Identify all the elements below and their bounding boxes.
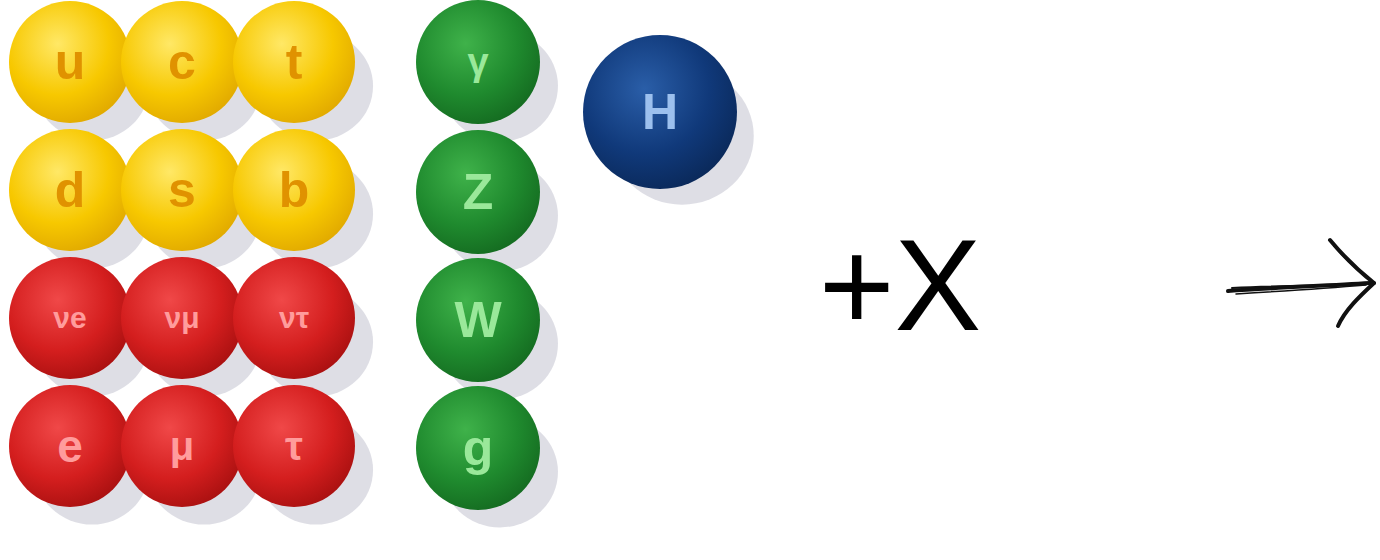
- particle-ball: b: [232, 128, 356, 252]
- ball-fill: [233, 1, 355, 123]
- particle-symbol: s: [168, 161, 196, 219]
- particle-symbol: μ: [170, 424, 194, 469]
- ball-shadow: [442, 289, 558, 400]
- particle-symbol: ντ: [279, 301, 309, 335]
- particle-ball: ντ: [232, 256, 356, 380]
- particle-ball: t: [232, 0, 356, 124]
- ball-fill: [416, 258, 540, 382]
- particle-ball: u: [8, 0, 132, 124]
- particle-ball: τ: [232, 384, 356, 508]
- particle-symbol: c: [168, 33, 196, 91]
- particle-symbol: τ: [285, 424, 303, 469]
- particle-symbol: Z: [463, 163, 494, 221]
- particle-ball: μ: [120, 384, 244, 508]
- ball-fill: [9, 385, 131, 507]
- particle-ball: g: [415, 385, 541, 511]
- ball-fill: [9, 257, 131, 379]
- particle-symbol: H: [642, 83, 678, 141]
- plus-label: +X: [819, 220, 982, 350]
- ball-fill: [233, 385, 355, 507]
- particle-ball: γ: [415, 0, 541, 125]
- particle-ball: H: [582, 34, 738, 190]
- ball-fill: [416, 386, 540, 510]
- particle-ball: Z: [415, 129, 541, 255]
- particle-symbol: γ: [467, 41, 488, 84]
- particle-symbol: νμ: [164, 301, 199, 335]
- particle-symbol: u: [55, 33, 86, 91]
- ball-fill: [9, 129, 131, 251]
- particle-ball: νμ: [120, 256, 244, 380]
- particle-symbol: t: [286, 33, 303, 91]
- particle-ball: d: [8, 128, 132, 252]
- ball-fill: [583, 35, 737, 189]
- particle-ball: νe: [8, 256, 132, 380]
- particle-ball: W: [415, 257, 541, 383]
- ball-fill: [121, 129, 243, 251]
- particle-symbol: W: [454, 291, 501, 349]
- ball-fill: [121, 385, 243, 507]
- ball-fill: [416, 0, 540, 124]
- particle-symbol: g: [463, 419, 494, 477]
- ball-fill: [233, 129, 355, 251]
- ball-fill: [9, 1, 131, 123]
- particle-symbol: d: [55, 161, 86, 219]
- particle-ball: s: [120, 128, 244, 252]
- particle-symbol: νe: [53, 301, 86, 335]
- particle-ball: e: [8, 384, 132, 508]
- ball-fill: [121, 257, 243, 379]
- particle-symbol: b: [279, 161, 310, 219]
- ball-fill: [121, 1, 243, 123]
- ball-fill: [416, 130, 540, 254]
- particle-ball: c: [120, 0, 244, 124]
- ball-fill: [233, 257, 355, 379]
- sketch-arrow: [1228, 240, 1374, 326]
- particle-symbol: e: [57, 419, 83, 473]
